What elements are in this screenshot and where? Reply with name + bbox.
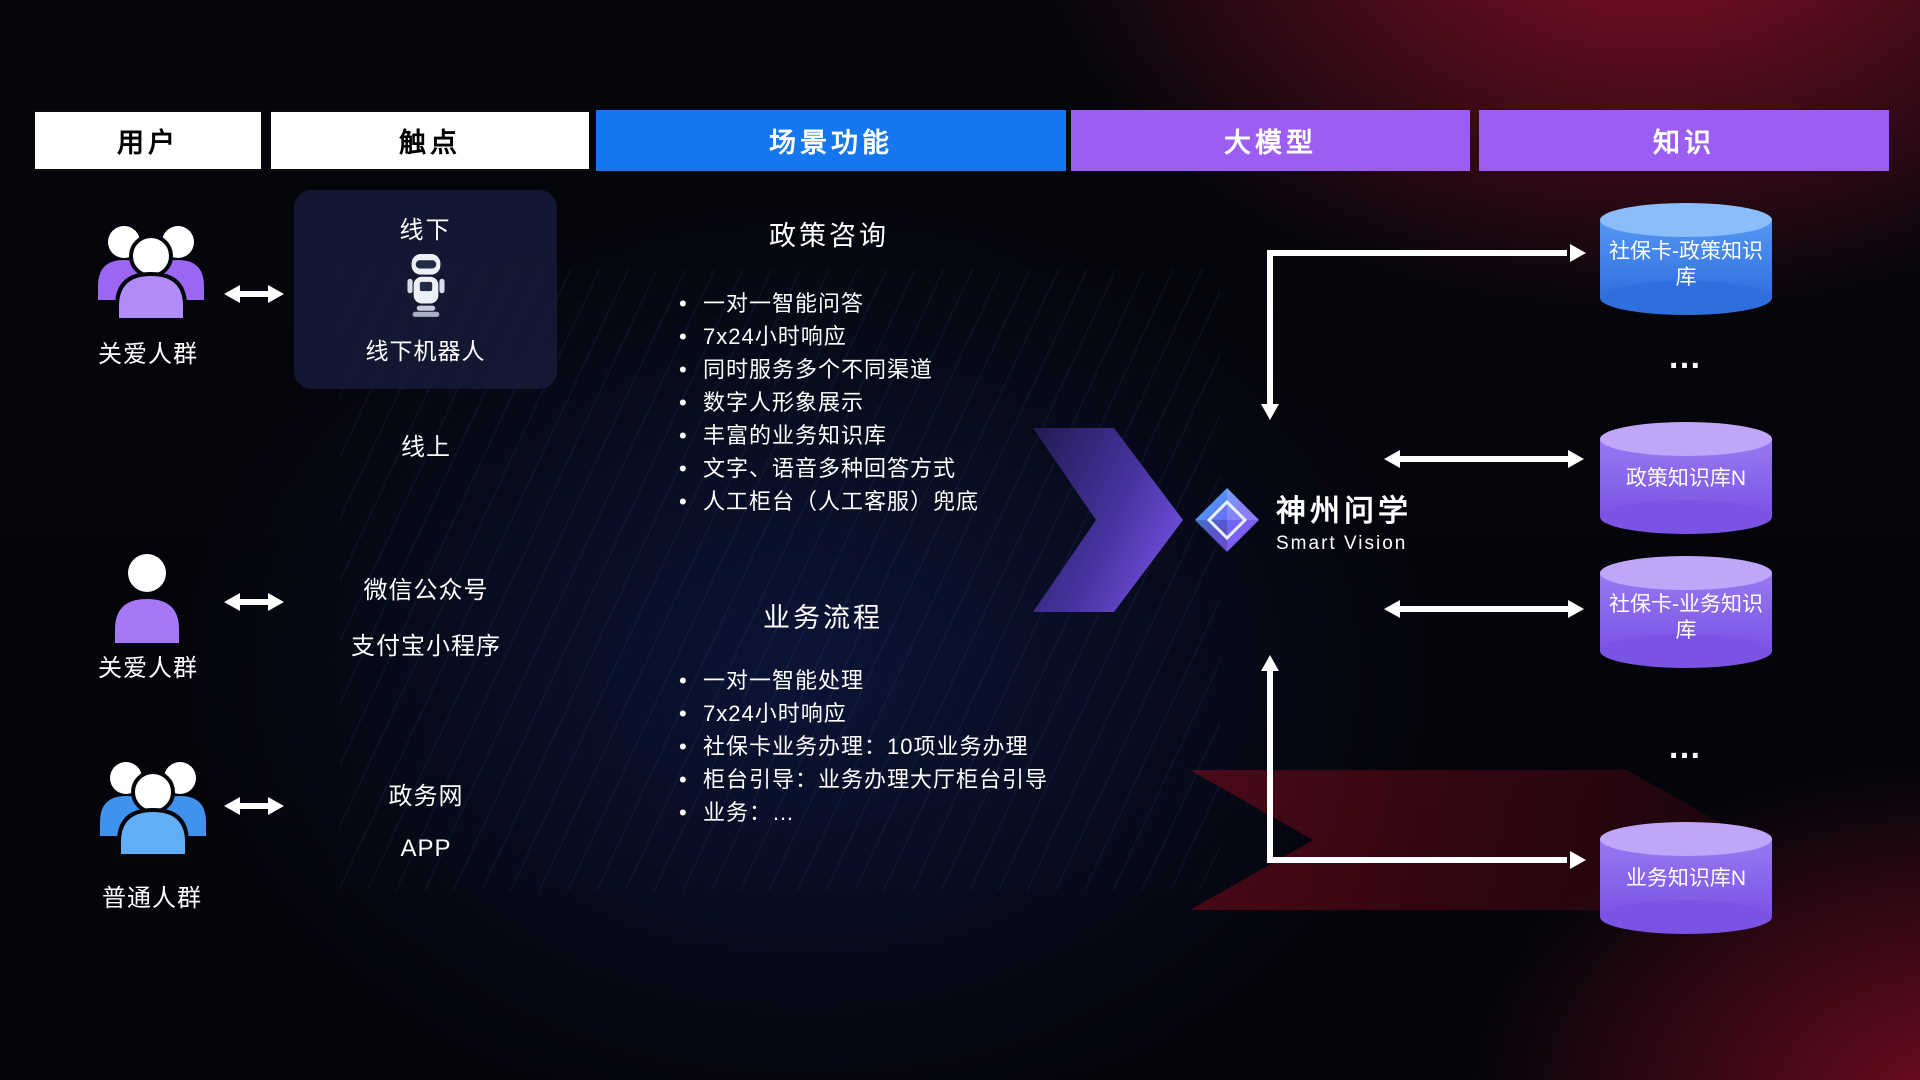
user-label-care-group-2: 关爱人群 xyxy=(98,655,198,682)
db-label: 政策知识库N xyxy=(1625,467,1747,490)
list-item: 一对一智能问答 xyxy=(677,287,1147,320)
online-label: 线上 xyxy=(401,434,451,461)
list-item: 社保卡业务办理：10项业务办理 xyxy=(677,730,1147,763)
list-item: 柜台引导：业务办理大厅柜台引导 xyxy=(677,763,1147,796)
cylinder-top xyxy=(1600,556,1772,590)
list-item: 数字人形象展示 xyxy=(677,386,1147,419)
arrow-user2-touch xyxy=(224,593,284,611)
arrow-user1-touch xyxy=(224,285,284,303)
business-feature-list: 一对一智能处理 7x24小时响应 社保卡业务办理：10项业务办理 柜台引导：业务… xyxy=(677,664,1147,829)
db-sskcard-business: 社保卡-业务知识库 xyxy=(1600,556,1772,668)
cylinder-top xyxy=(1600,822,1772,856)
model-name: 神州问学 xyxy=(1276,494,1412,528)
db-sskcard-policy: 社保卡-政策知识库 xyxy=(1600,203,1772,315)
diamond-logo-icon xyxy=(1195,488,1259,552)
user-group-purple-icon xyxy=(86,212,216,327)
column-header-users: 用户 xyxy=(33,110,263,171)
db-label: 社保卡-政策知识库 xyxy=(1609,240,1763,289)
list-item: 同时服务多个不同渠道 xyxy=(677,353,1147,386)
alipay-label: 支付宝小程序 xyxy=(351,633,501,660)
policy-feature-list: 一对一智能问答 7x24小时响应 同时服务多个不同渠道 数字人形象展示 丰富的业… xyxy=(677,287,1147,518)
user-group-blue-icon xyxy=(88,748,218,863)
ellipsis-policy: … xyxy=(1667,338,1705,376)
list-item: 一对一智能处理 xyxy=(677,664,1147,697)
offline-robot-card: 线下 线下机器人 xyxy=(294,190,557,389)
arrow-model-db4 xyxy=(1261,655,1586,869)
flow-arrow xyxy=(1033,428,1183,612)
ellipsis-business: … xyxy=(1667,728,1705,766)
column-header-touchpoints: 触点 xyxy=(269,110,591,171)
arrow-model-db3 xyxy=(1384,600,1584,618)
list-item: 文字、语音多种回答方式 xyxy=(677,452,1147,485)
db-business-n: 业务知识库N xyxy=(1600,822,1772,934)
arrow-model-db2 xyxy=(1384,450,1584,468)
column-header-model: 大模型 xyxy=(1071,110,1470,171)
wechat-label: 微信公众号 xyxy=(363,577,489,604)
offline-robot-label: 线下机器人 xyxy=(365,338,486,364)
user-label-general-group: 普通人群 xyxy=(102,885,202,912)
model-subtitle: Smart Vision xyxy=(1276,532,1408,554)
list-item: 7x24小时响应 xyxy=(677,697,1147,730)
cylinder-bottom xyxy=(1600,500,1772,534)
gov-portal-label: 政务网 xyxy=(388,783,464,810)
user-label-care-group-1: 关爱人群 xyxy=(98,341,198,368)
robot-icon xyxy=(294,252,557,320)
db-label: 社保卡-业务知识库 xyxy=(1609,593,1763,642)
db-label: 业务知识库N xyxy=(1625,867,1747,890)
column-header-knowledge: 知识 xyxy=(1479,110,1889,171)
cylinder-bottom xyxy=(1600,900,1772,934)
scenario-title-business: 业务流程 xyxy=(763,603,883,633)
arrow-user3-touch xyxy=(224,797,284,815)
list-item: 人工柜台（人工客服）兜底 xyxy=(677,485,1147,518)
scenario-title-policy: 政策咨询 xyxy=(769,221,889,251)
offline-title: 线下 xyxy=(399,217,452,244)
model-logo: 神州问学 Smart Vision xyxy=(1192,485,1412,555)
list-item: 7x24小时响应 xyxy=(677,320,1147,353)
list-item: 业务：… xyxy=(677,796,1147,829)
arrow-model-db1 xyxy=(1261,244,1586,420)
cylinder-top xyxy=(1600,422,1772,456)
cylinder-bottom xyxy=(1600,281,1772,315)
cylinder-top xyxy=(1600,203,1772,237)
list-item: 丰富的业务知识库 xyxy=(677,419,1147,452)
column-header-scenarios: 场景功能 xyxy=(596,110,1066,171)
db-policy-n: 政策知识库N xyxy=(1600,422,1772,534)
user-person-purple-icon xyxy=(111,549,183,652)
app-label: APP xyxy=(400,835,452,862)
cylinder-bottom xyxy=(1600,634,1772,668)
